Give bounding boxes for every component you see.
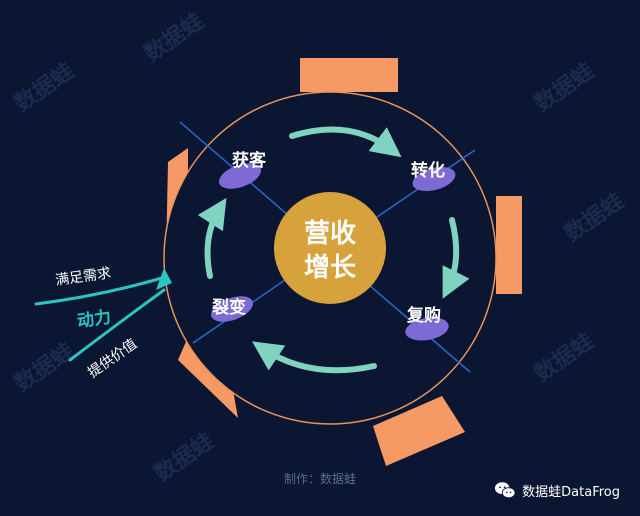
node-acquire xyxy=(218,163,262,189)
center-label-line2: 增长 xyxy=(304,252,357,283)
label-fission: 裂变 xyxy=(211,297,246,318)
node-convert xyxy=(412,166,456,192)
input-label-top: 满足需求 xyxy=(54,265,112,289)
input-arrows xyxy=(34,276,166,362)
input-label-middle: 动力 xyxy=(76,306,113,332)
node-fission xyxy=(210,296,254,322)
brand-name: 数据蛙DataFrog xyxy=(522,484,620,500)
label-convert: 转化 xyxy=(411,160,445,181)
input-arrow-head xyxy=(156,268,172,290)
arrow-acquire-to-convert xyxy=(289,126,402,158)
brand: 数据蛙DataFrog xyxy=(494,478,620,502)
orange-blocks xyxy=(166,58,522,466)
orange-block xyxy=(373,396,465,466)
input-arrow-lower xyxy=(68,288,166,362)
label-acquire: 获客 xyxy=(232,150,267,171)
arrow-fission-to-acquire xyxy=(197,197,227,279)
center-label-line1: 营收 xyxy=(304,219,356,249)
input-arrow-upper xyxy=(34,276,164,306)
orange-block xyxy=(496,196,522,294)
wechat-icon xyxy=(495,482,516,499)
orange-block xyxy=(178,337,238,418)
orange-block xyxy=(300,58,398,92)
arrow-convert-to-repurchase xyxy=(442,217,470,299)
cycle-arrows xyxy=(197,126,470,374)
footer-credit: 制作：数据蛙 xyxy=(283,472,356,486)
node-repurchase xyxy=(405,317,449,341)
arrow-repurchase-to-fission xyxy=(252,341,377,374)
label-repurchase: 复购 xyxy=(406,305,441,326)
center-hub xyxy=(274,192,386,304)
